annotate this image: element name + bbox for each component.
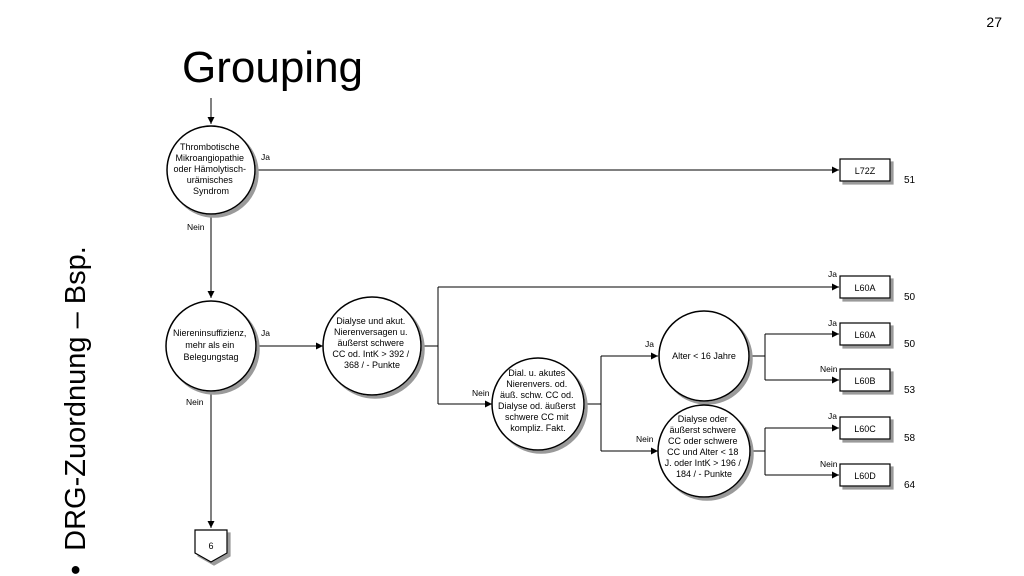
label-dialyse-akut-ja: Ja xyxy=(828,269,837,279)
decision-dial-akutes: Dial. u. akutes Nierenvers. od. äuß. sch… xyxy=(491,357,585,451)
result-weight: 51 xyxy=(904,175,916,186)
label-dialyse-oder-ja: Ja xyxy=(828,411,837,421)
svg-text:Dial. u. akutes Nieren: Dial. u. akutes Nierenvers. od. äuß. sch… xyxy=(498,368,578,433)
decision-line: äußerst schwere xyxy=(337,338,404,348)
result-weight: 50 xyxy=(904,292,916,303)
slide-title: Grouping xyxy=(182,43,364,92)
label-alter-ja: Ja xyxy=(828,318,837,328)
svg-text:Alter < 16 Jahre: Alter < 16 Jahre xyxy=(672,351,736,361)
decision-dialyse-akut: Dialyse und akut. Nierenversagen u. äuße… xyxy=(322,296,422,396)
decision-line: Thrombotische xyxy=(180,142,240,152)
label-niere-nein: Nein xyxy=(186,397,204,407)
decision-line: Alter < 16 Jahre xyxy=(672,351,736,361)
decision-line: schwere CC mit xyxy=(505,412,569,422)
result-l60d: L60D 64 xyxy=(839,463,916,491)
decision-dialyse-oder: Dialyse oder äußerst schwere CC oder sch… xyxy=(657,404,751,498)
result-code: L72Z xyxy=(855,166,876,176)
result-code: L60B xyxy=(854,376,875,386)
decision-line: Niereninsuffizienz, xyxy=(173,328,246,338)
decision-line: Nierenversagen u. xyxy=(334,327,408,337)
edge-labels: Ja Nein Ja Nein Ja Nein Ja Nein Ja Nein … xyxy=(186,152,838,469)
result-l60a-1: L60A 50 xyxy=(839,275,916,303)
svg-text:Niereninsuffizienz, me: Niereninsuffizienz, mehr als ein Belegun… xyxy=(173,328,249,362)
decision-line: äußerst schwere xyxy=(669,425,736,435)
result-weight: 50 xyxy=(904,339,916,350)
svg-text:Thrombotische Mikroang: Thrombotische Mikroangiopathie oder Hämo… xyxy=(173,142,248,196)
decision-line: CC und Alter < 18 xyxy=(667,447,738,457)
result-weight: 64 xyxy=(904,480,916,491)
decision-line: Nierenvers. od. xyxy=(506,379,567,389)
decision-line: 184 / - Punkte xyxy=(676,469,732,479)
label-alter-nein: Nein xyxy=(820,364,838,374)
page-number: 27 xyxy=(986,14,1002,30)
decision-line: Dialyse oder xyxy=(678,414,728,424)
decision-line: Dial. u. akutes xyxy=(508,368,566,378)
decision-line: urämisches xyxy=(187,175,234,185)
result-l72z: L72Z 51 xyxy=(839,158,916,186)
decision-line: Syndrom xyxy=(193,186,229,196)
label-thrombo-ja: Ja xyxy=(261,152,270,162)
decision-nodes: Thrombotische Mikroangiopathie oder Hämo… xyxy=(165,125,751,498)
decision-thrombo: Thrombotische Mikroangiopathie oder Hämo… xyxy=(166,125,256,215)
decision-line: mehr als ein xyxy=(185,340,234,350)
label-niere-ja: Ja xyxy=(261,328,270,338)
decision-alter: Alter < 16 Jahre xyxy=(658,310,750,402)
decision-line: oder Hämolytisch- xyxy=(173,164,246,174)
decision-line: CC oder schwere xyxy=(668,436,738,446)
svg-text:Dialyse oder äußerst s: Dialyse oder äußerst schwere CC oder sch… xyxy=(665,414,744,479)
decision-line: 368 / - Punkte xyxy=(344,360,400,370)
decision-line: J. oder IntK > 196 / xyxy=(665,458,742,468)
result-code: L60A xyxy=(854,330,875,340)
label-dialyse-oder-nein: Nein xyxy=(820,459,838,469)
decision-line: CC od. IntK > 392 / xyxy=(332,349,409,359)
result-weight: 53 xyxy=(904,385,916,396)
result-l60b: L60B 53 xyxy=(839,368,916,396)
result-nodes: L72Z 51 L60A 50 L60A 50 L60B 53 L60C 58 … xyxy=(839,158,916,491)
result-l60a-2: L60A 50 xyxy=(839,322,916,350)
result-code: L60C xyxy=(854,424,876,434)
decision-line: kompliz. Fakt. xyxy=(510,423,566,433)
result-code: L60D xyxy=(854,471,876,481)
decision-line: Dialyse od. äußerst xyxy=(498,401,576,411)
result-l60c: L60C 58 xyxy=(839,416,916,444)
result-weight: 58 xyxy=(904,433,916,444)
label-dial-akutes-ja: Ja xyxy=(645,339,654,349)
decision-niere: Niereninsuffizienz, mehr als ein Belegun… xyxy=(165,300,257,392)
label-thrombo-nein: Nein xyxy=(187,222,205,232)
flow-edges xyxy=(207,98,839,528)
label-dial-akutes-nein: Nein xyxy=(636,434,654,444)
label-dialyse-akut-nein: Nein xyxy=(472,388,490,398)
decision-line: Mikroangiopathie xyxy=(175,153,244,163)
decision-line: Belegungstag xyxy=(183,352,238,362)
svg-text:Dialyse und akut. Nier: Dialyse und akut. Nierenversagen u. äuße… xyxy=(332,316,411,370)
decision-line: Dialyse und akut. xyxy=(336,316,405,326)
decision-line: äuß. schw. CC od. xyxy=(500,390,574,400)
connector-label: 6 xyxy=(208,541,213,551)
result-code: L60A xyxy=(854,283,875,293)
offpage-connector: 6 xyxy=(194,529,228,563)
